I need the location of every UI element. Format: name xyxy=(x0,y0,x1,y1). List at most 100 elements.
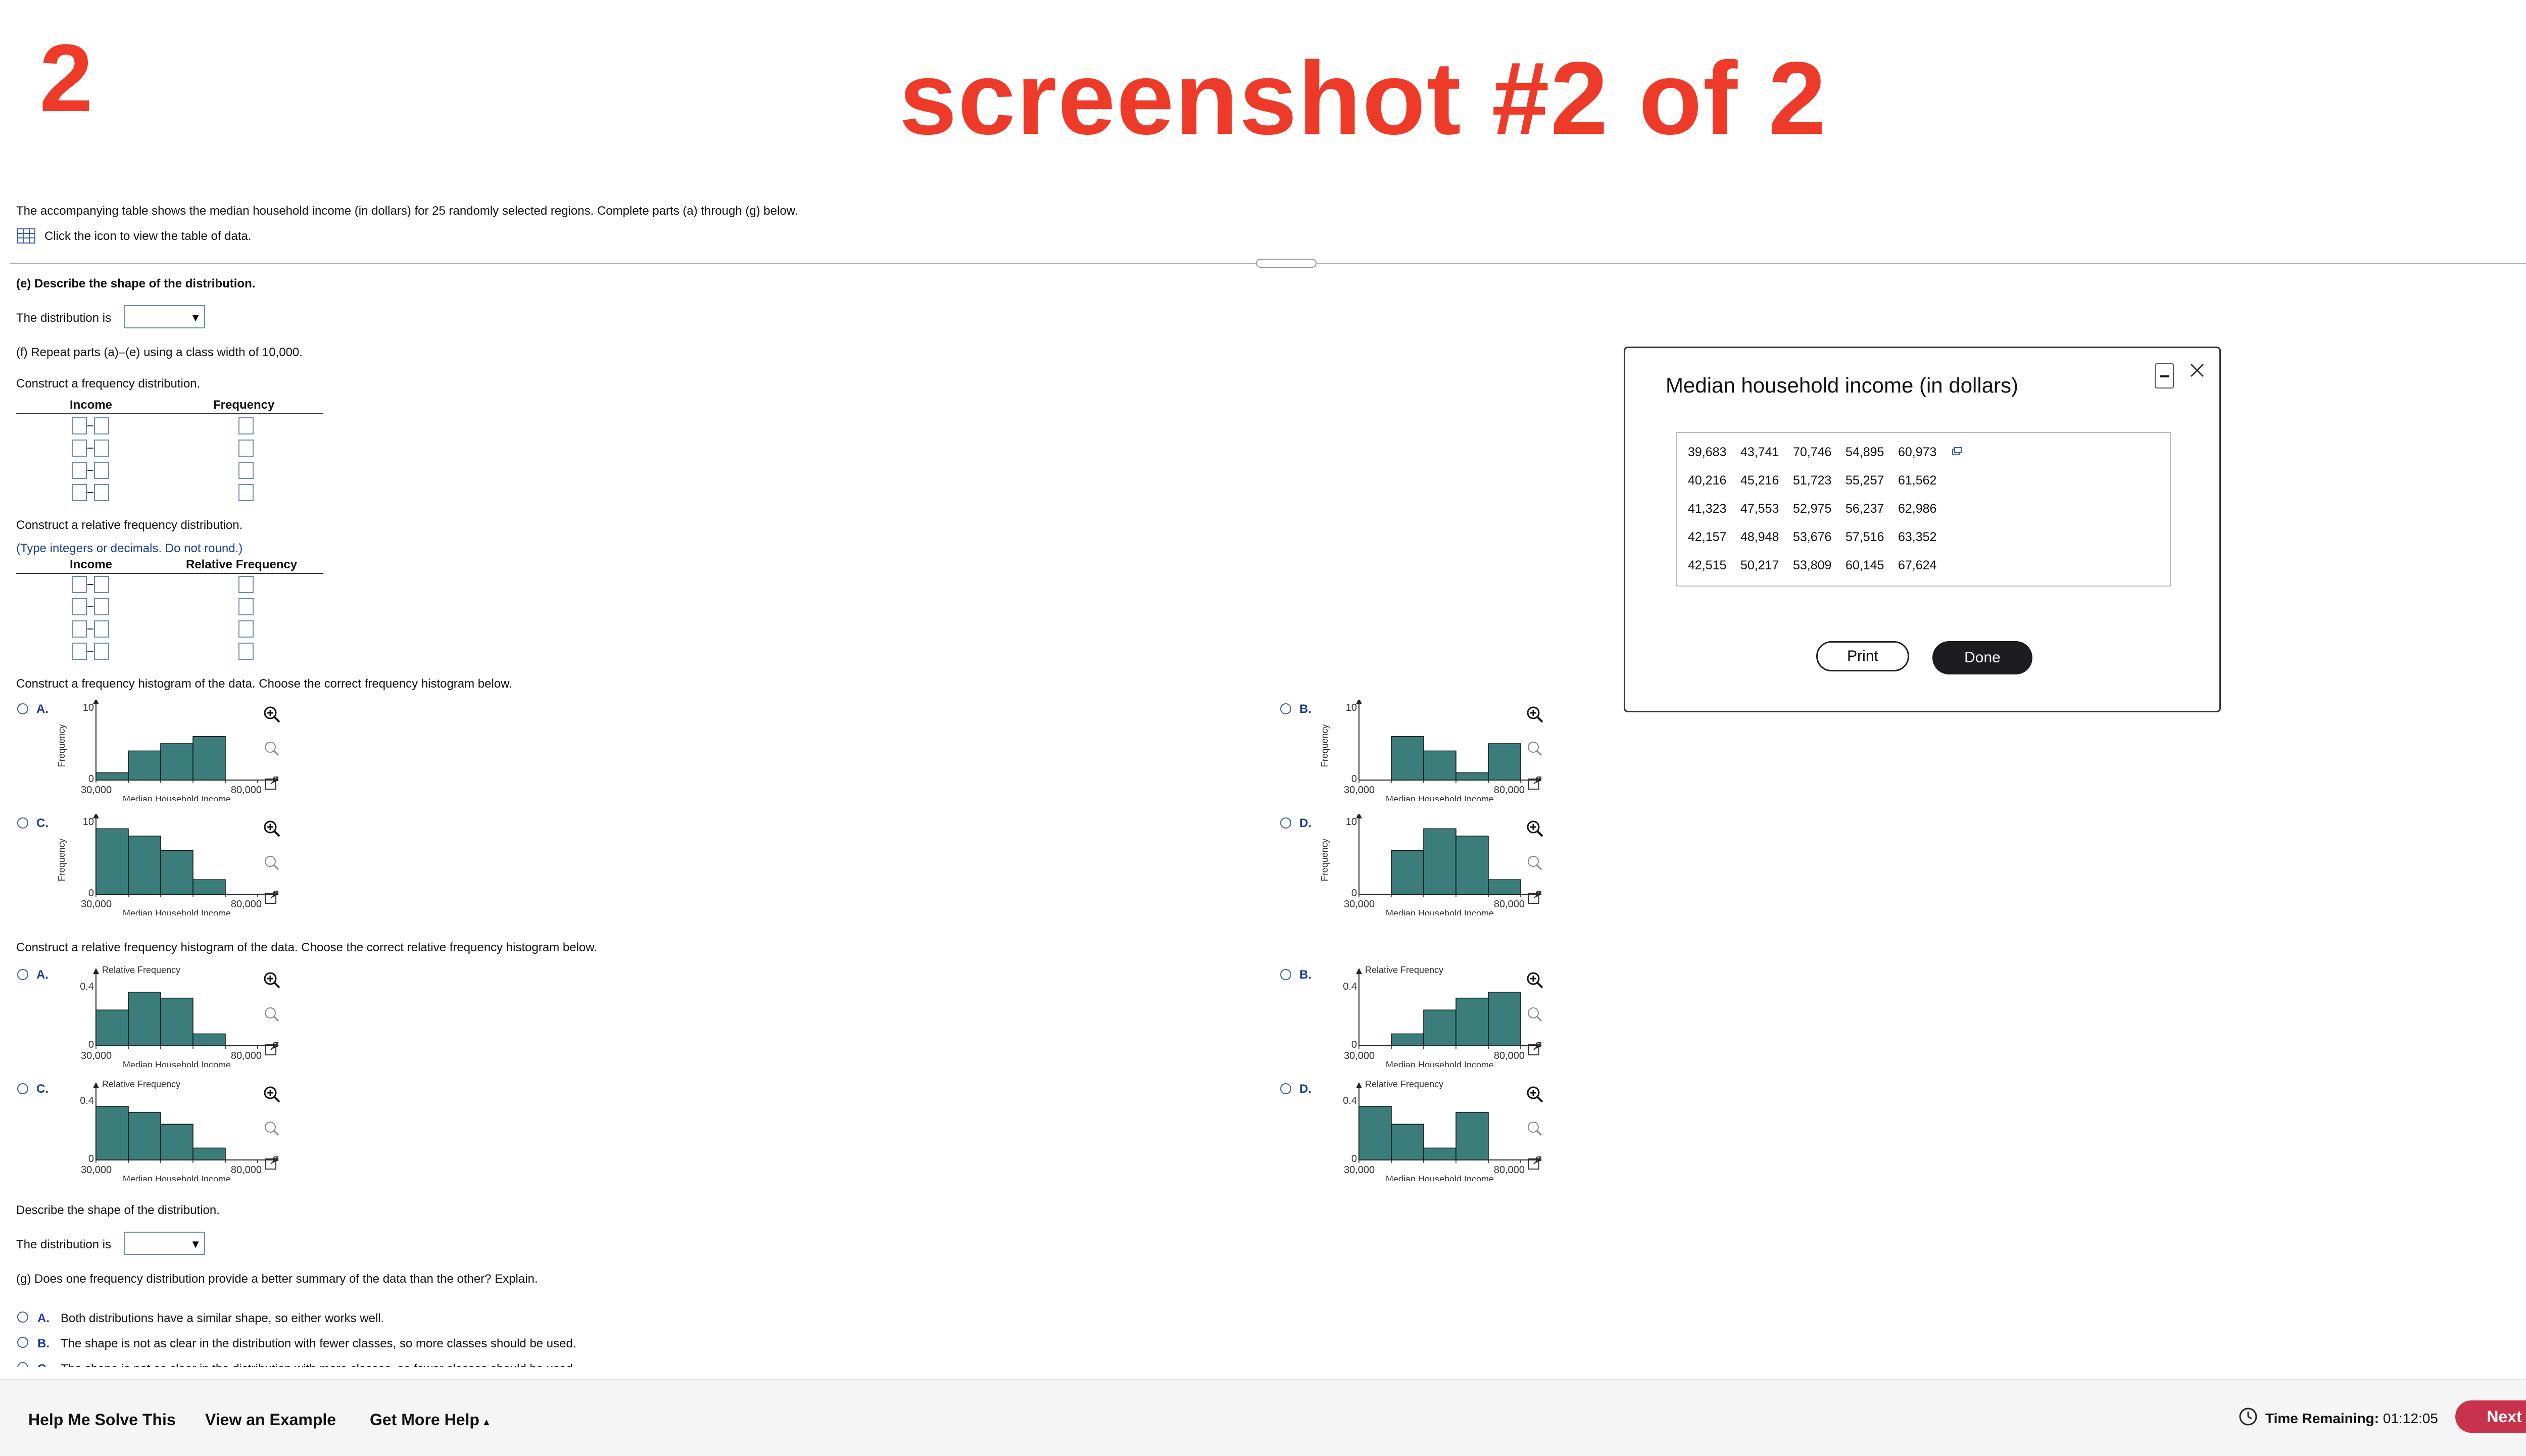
zoom-out-icon[interactable] xyxy=(263,740,281,758)
x-tick-label-max: 80,000 xyxy=(1494,785,1525,796)
shape-dropdown[interactable]: ▼ xyxy=(124,1232,205,1255)
y-tick-label-zero: 0 xyxy=(88,773,94,785)
rel-table-rule xyxy=(16,573,323,574)
radio-freq-C[interactable] xyxy=(17,817,28,829)
frequency-input[interactable] xyxy=(238,440,254,457)
data-cell: 56,237 xyxy=(1845,502,1884,516)
zoom-in-icon[interactable] xyxy=(1526,971,1544,989)
lower-limit-input[interactable] xyxy=(72,484,87,501)
zoom-out-icon[interactable] xyxy=(263,1120,281,1138)
frequency-input[interactable] xyxy=(238,484,254,501)
upper-limit-input[interactable] xyxy=(94,598,109,615)
part-g-option-c[interactable]: C. The shape is not as clear in the dist… xyxy=(0,1357,707,1367)
lower-limit-input[interactable] xyxy=(72,417,87,434)
popout-icon[interactable] xyxy=(1526,1154,1544,1172)
radio-freq-A[interactable] xyxy=(17,703,28,714)
x-axis-label: Median Household Income xyxy=(123,1174,231,1181)
zoom-in-icon[interactable] xyxy=(263,1085,281,1103)
radio-rel-B[interactable] xyxy=(1280,969,1291,980)
frequency-input[interactable] xyxy=(238,643,254,660)
popout-icon[interactable] xyxy=(263,1154,281,1172)
upper-limit-input[interactable] xyxy=(94,620,109,638)
view-data-link[interactable]: Click the icon to view the table of data… xyxy=(44,229,252,243)
range-dash xyxy=(87,425,93,426)
radio-freq-D[interactable] xyxy=(1280,817,1291,829)
copy-icon[interactable] xyxy=(1952,447,1963,456)
done-button[interactable]: Done xyxy=(1932,641,2032,674)
zoom-in-icon[interactable] xyxy=(1526,1085,1544,1103)
lower-limit-input[interactable] xyxy=(72,598,87,615)
histogram-bar xyxy=(128,1111,161,1160)
radio-freq-B[interactable] xyxy=(1280,703,1291,714)
zoom-in-icon[interactable] xyxy=(263,819,281,838)
range-dash xyxy=(87,492,93,493)
upper-limit-input[interactable] xyxy=(94,576,109,593)
zoom-in-icon[interactable] xyxy=(263,705,281,723)
upper-limit-input[interactable] xyxy=(94,417,109,434)
freq-table-rule xyxy=(16,413,323,414)
frequency-input[interactable] xyxy=(238,417,254,434)
x-tick-label-max: 80,000 xyxy=(231,1050,262,1061)
histogram-bar xyxy=(192,736,226,781)
histogram-bar xyxy=(1455,836,1489,895)
popout-icon[interactable] xyxy=(263,888,281,906)
y-axis-arrow xyxy=(93,814,99,818)
lower-limit-input[interactable] xyxy=(72,576,87,593)
popout-icon[interactable] xyxy=(1526,888,1544,906)
zoom-out-icon[interactable] xyxy=(1526,1005,1544,1024)
zoom-out-icon[interactable] xyxy=(1526,740,1544,758)
radio-rel-D[interactable] xyxy=(1280,1083,1291,1094)
upper-limit-input[interactable] xyxy=(94,643,109,660)
radio-g-c[interactable] xyxy=(17,1362,28,1367)
data-cell: 62,986 xyxy=(1898,502,1937,516)
upper-limit-input[interactable] xyxy=(94,440,109,457)
next-button[interactable]: Next xyxy=(2455,1400,2526,1433)
popout-icon[interactable] xyxy=(263,1040,281,1058)
get-more-help-link[interactable]: Get More Help ▴ xyxy=(370,1411,489,1429)
table-icon[interactable] xyxy=(17,228,35,244)
histogram-bar xyxy=(192,1147,226,1160)
minimize-icon[interactable] xyxy=(2155,363,2174,389)
radio-g-a[interactable] xyxy=(17,1312,28,1323)
lower-limit-input[interactable] xyxy=(72,620,87,638)
lower-limit-input[interactable] xyxy=(72,440,87,457)
frequency-input[interactable] xyxy=(238,620,254,638)
radio-rel-A[interactable] xyxy=(17,969,28,980)
option-label: B. xyxy=(1299,968,1311,982)
zoom-out-icon[interactable] xyxy=(1526,854,1544,872)
close-icon[interactable] xyxy=(2187,360,2207,380)
zoom-in-icon[interactable] xyxy=(263,971,281,989)
y-tick-label-top: 0.4 xyxy=(1343,981,1357,992)
zoom-out-icon[interactable] xyxy=(263,1005,281,1024)
zoom-out-icon[interactable] xyxy=(1526,1120,1544,1138)
popout-icon[interactable] xyxy=(263,774,281,792)
help-me-solve-link[interactable]: Help Me Solve This xyxy=(28,1411,176,1429)
option-label: D. xyxy=(1299,816,1311,830)
rel-hist-prompt: Construct a relative frequency histogram… xyxy=(16,941,597,954)
lower-limit-input[interactable] xyxy=(72,643,87,660)
upper-limit-input[interactable] xyxy=(94,484,109,501)
radio-g-b[interactable] xyxy=(17,1337,28,1348)
resize-grip[interactable] xyxy=(1256,259,1317,268)
range-dash xyxy=(87,628,93,629)
upper-limit-input[interactable] xyxy=(94,462,109,479)
view-example-link[interactable]: View an Example xyxy=(205,1411,336,1429)
zoom-in-icon[interactable] xyxy=(1526,819,1544,838)
radio-rel-C[interactable] xyxy=(17,1083,28,1094)
zoom-out-icon[interactable] xyxy=(263,854,281,872)
y-tick-label-top: 0.4 xyxy=(80,1095,94,1106)
screenshot-number: 2 xyxy=(39,25,93,132)
rel-col-relfreq: Relative Frequency xyxy=(186,558,298,571)
lower-limit-input[interactable] xyxy=(72,462,87,479)
frequency-input[interactable] xyxy=(238,462,254,479)
caret-up-icon: ▴ xyxy=(483,1417,489,1428)
rel-dist-hint: (Type integers or decimals. Do not round… xyxy=(16,542,243,555)
frequency-input[interactable] xyxy=(238,576,254,593)
zoom-in-icon[interactable] xyxy=(1526,705,1544,723)
print-button[interactable]: Print xyxy=(1816,641,1909,671)
frequency-input[interactable] xyxy=(238,598,254,615)
popout-icon[interactable] xyxy=(1526,774,1544,792)
popout-icon[interactable] xyxy=(1526,1040,1544,1058)
part-e-dropdown[interactable]: ▼ xyxy=(124,305,205,328)
